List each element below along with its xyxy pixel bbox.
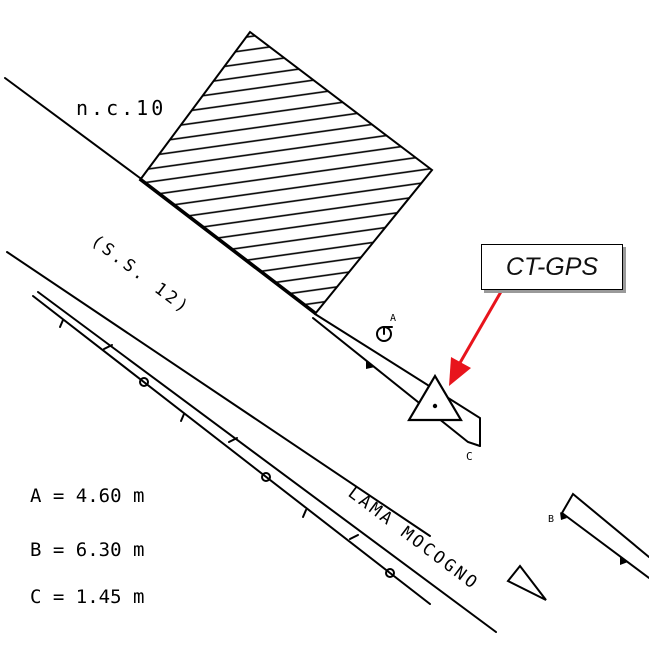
stream-bank-left [32,295,431,605]
survey-point-marker [261,472,271,482]
survey-point-marker [385,568,395,578]
bank-tick [228,437,238,443]
structure-b-edge [561,512,649,579]
measurement-c: C = 1.45 m [30,586,145,608]
structure-b-direction-marker [620,557,628,565]
measurement-a: A = 4.60 m [30,485,145,507]
point-b-label: B [548,514,554,525]
bank-tick [349,534,359,540]
building-extension [314,313,481,447]
structure-b-outline [561,492,649,558]
bank-tick [103,344,113,350]
bank-tick [302,509,307,518]
point-a-marker-icon [376,326,393,342]
flow-direction-triangle-icon [506,564,547,601]
ct-gps-callout-text: CT-GPS [505,252,599,281]
stream-bank-right [37,291,497,633]
bank-tick [59,319,64,328]
building-parcel [138,30,434,316]
ct-gps-callout: CT-GPS [481,244,623,290]
point-c-label: C [466,450,473,463]
parcel-label: n.c.10 [76,96,166,120]
point-a-direction-marker [366,361,375,369]
point-a-label: A [390,313,396,324]
point-b-direction-marker [560,512,567,520]
road-label: (S.S. 12) [87,231,194,319]
measurement-b: B = 6.30 m [30,539,145,561]
ct-gps-triangle-icon [407,373,463,422]
bank-tick [180,413,185,422]
callout-arrow [449,289,504,386]
building-extension-lower [312,317,481,447]
road-edge-upper [4,77,141,179]
survey-point-marker [139,377,149,387]
stream-label: LAMA MOCOGNO [344,483,483,595]
road-edge-lower [6,251,431,537]
